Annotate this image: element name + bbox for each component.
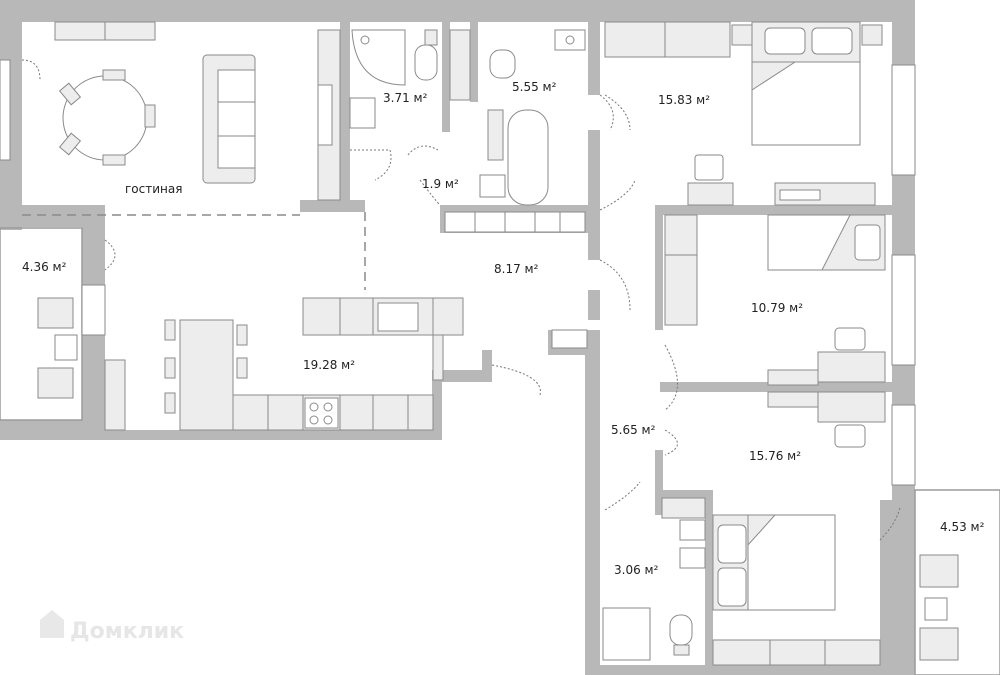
- label-wc-right: 3.06 м²: [614, 563, 659, 577]
- label-kitchen: 19.28 м²: [303, 358, 355, 372]
- bedroom-bottom-furniture: [712, 391, 901, 666]
- label-wc-left: 3.71 м²: [383, 91, 428, 105]
- walls: [0, 0, 915, 675]
- label-hall: 8.17 м²: [494, 262, 539, 276]
- label-corridor-small: 1.9 м²: [422, 177, 459, 191]
- hall-doors: [104, 239, 678, 511]
- wc-right-furniture: [602, 497, 706, 661]
- balcony-right-furniture: [919, 554, 959, 661]
- balcony-left-furniture: [37, 297, 78, 399]
- label-bedroom-top: 15.83 м²: [658, 93, 710, 107]
- windows: [0, 59, 916, 486]
- watermark-text: Домклик: [70, 619, 184, 644]
- living-room-furniture: [21, 21, 341, 201]
- label-bedroom-bottom: 15.76 м²: [749, 449, 801, 463]
- label-corridor-right: 5.65 м²: [611, 423, 656, 437]
- bath-furniture: [419, 29, 614, 233]
- label-living-room: гостиная: [125, 182, 182, 196]
- label-room-middle: 10.79 м²: [751, 301, 803, 315]
- house-icon: [40, 610, 64, 638]
- label-balcony-left: 4.36 м²: [22, 260, 67, 274]
- watermark: Домклик: [40, 610, 184, 644]
- balcony-right-outline: [914, 489, 1000, 675]
- kitchen-furniture: [104, 297, 464, 431]
- wc-left-furniture: [349, 29, 439, 181]
- room-labels: гостиная 4.36 м² 3.71 м² 5.55 м² 1.9 м² …: [22, 80, 985, 577]
- bedroom-top-furniture: [599, 21, 883, 211]
- room-middle-furniture: [664, 214, 886, 386]
- label-balcony-right: 4.53 м²: [940, 520, 985, 534]
- label-bath: 5.55 м²: [512, 80, 557, 94]
